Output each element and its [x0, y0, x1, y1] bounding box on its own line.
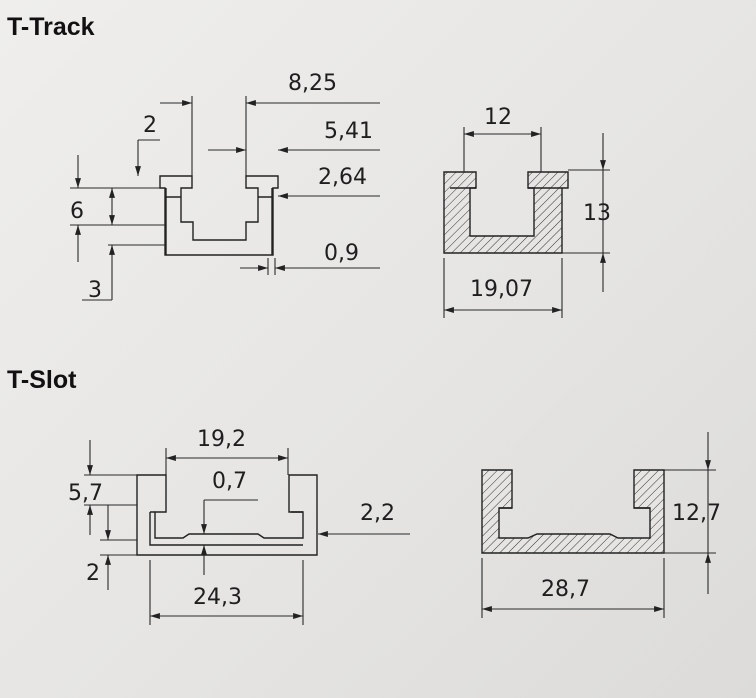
dim-slot-section-height: 12,7 — [672, 501, 721, 526]
dim-groove: 0,7 — [212, 469, 247, 494]
dim-height: 6 — [70, 199, 84, 224]
dim-outer-width: 24,3 — [193, 585, 242, 610]
dim-inner-width: 19,2 — [197, 427, 246, 452]
dim-section-height: 13 — [583, 201, 611, 226]
dim-slot-base: 2 — [86, 561, 100, 586]
t-slot-section — [481, 469, 665, 554]
dim-slot-wall: 2,2 — [360, 501, 395, 526]
t-slot-outline — [136, 474, 318, 556]
dim-section-base-width: 19,07 — [470, 277, 533, 302]
t-track-dimensions — [70, 96, 380, 301]
t-slot-title: T-Slot — [7, 366, 77, 394]
dim-slot-section-width: 28,7 — [541, 577, 590, 602]
dim-wall: 2 — [143, 113, 157, 138]
dim-gap: 0,9 — [324, 241, 359, 266]
dim-lip: 2,64 — [318, 165, 367, 190]
dim-base: 3 — [88, 278, 102, 303]
dim-top-width: 8,25 — [288, 71, 337, 96]
t-track-title: T-Track — [7, 13, 95, 41]
dim-section-width: 12 — [484, 105, 512, 130]
t-track-outline — [159, 175, 279, 256]
dim-slot-height: 5,7 — [68, 481, 103, 506]
t-track-section-dimensions — [443, 127, 610, 318]
t-slot-section-dimensions — [481, 432, 716, 618]
t-track-section — [443, 171, 569, 254]
t-slot-dimensions — [84, 440, 410, 625]
dim-slot-width: 5,41 — [324, 119, 373, 144]
